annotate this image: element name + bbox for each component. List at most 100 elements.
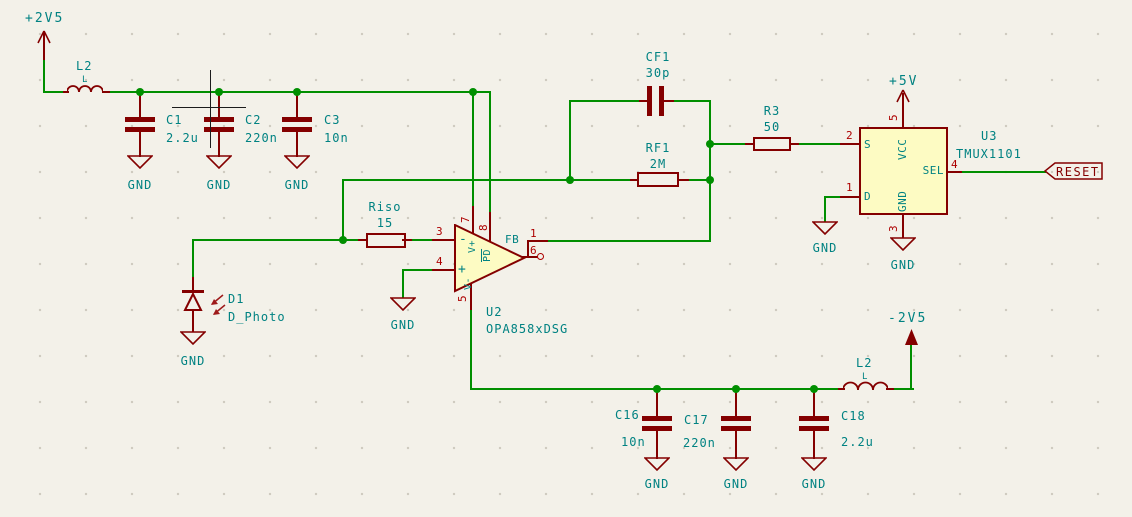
gnd-symbol-icon[interactable] bbox=[284, 155, 310, 169]
power-flag-p5v[interactable]: +5V bbox=[889, 74, 919, 89]
wire-sel[interactable] bbox=[960, 171, 1046, 173]
value-l2-top[interactable]: L bbox=[82, 75, 88, 85]
power-flag-p2v5[interactable]: +2V5 bbox=[25, 11, 65, 26]
wire[interactable] bbox=[711, 143, 747, 145]
wire[interactable] bbox=[402, 269, 434, 271]
resistor-r3[interactable] bbox=[753, 137, 791, 151]
ref-c18[interactable]: C18 bbox=[841, 409, 866, 423]
power-arrow-icon[interactable] bbox=[904, 328, 919, 346]
value-c17[interactable]: 220n bbox=[683, 436, 716, 450]
gnd-label[interactable]: GND bbox=[644, 477, 670, 491]
ref-c1[interactable]: C1 bbox=[166, 113, 183, 127]
wire[interactable] bbox=[672, 100, 711, 102]
gnd-symbol-icon[interactable] bbox=[390, 297, 416, 311]
gnd-label[interactable]: GND bbox=[127, 178, 153, 192]
value-cf1[interactable]: 30p bbox=[645, 66, 671, 80]
wire[interactable] bbox=[797, 143, 842, 145]
wire[interactable] bbox=[824, 196, 842, 198]
inductor-l2-bottom[interactable] bbox=[843, 381, 888, 391]
gnd-label[interactable]: GND bbox=[812, 241, 838, 255]
photodiode-d1[interactable] bbox=[183, 292, 203, 312]
wire[interactable] bbox=[43, 91, 69, 93]
capacitor-c16[interactable] bbox=[642, 416, 672, 421]
ref-u2[interactable]: U2 bbox=[486, 305, 503, 319]
gnd-symbol-icon[interactable] bbox=[206, 155, 232, 169]
ref-l2-bottom[interactable]: L2 bbox=[856, 356, 873, 370]
gnd-label[interactable]: GND bbox=[801, 477, 827, 491]
ref-c17[interactable]: C17 bbox=[684, 413, 709, 427]
gnd-symbol-icon[interactable] bbox=[723, 457, 749, 471]
capacitor-c17[interactable] bbox=[721, 416, 751, 421]
capacitor-c1[interactable] bbox=[125, 127, 155, 132]
wire[interactable] bbox=[824, 196, 826, 222]
ref-c3[interactable]: C3 bbox=[324, 113, 341, 127]
wire[interactable] bbox=[410, 239, 434, 241]
capacitor-c16[interactable] bbox=[642, 426, 672, 431]
gnd-label[interactable]: GND bbox=[890, 258, 916, 272]
ref-riso[interactable]: Riso bbox=[368, 200, 402, 214]
gnd-symbol-icon[interactable] bbox=[801, 457, 827, 471]
resistor-rf1[interactable] bbox=[637, 172, 679, 187]
capacitor-c2[interactable] bbox=[204, 117, 234, 122]
value-c2[interactable]: 220n bbox=[245, 131, 278, 145]
value-l2-bottom[interactable]: L bbox=[862, 372, 868, 382]
resistor-riso[interactable] bbox=[366, 233, 406, 248]
value-riso[interactable]: 15 bbox=[376, 216, 394, 230]
wire[interactable] bbox=[687, 179, 711, 181]
gnd-label[interactable]: GND bbox=[723, 477, 749, 491]
global-label-shape[interactable] bbox=[1044, 162, 1104, 181]
global-label-reset[interactable]: RESET bbox=[1056, 165, 1100, 179]
ref-l2-top[interactable]: L2 bbox=[76, 59, 93, 73]
wire[interactable] bbox=[470, 308, 472, 390]
gnd-label[interactable]: GND bbox=[284, 178, 310, 192]
gnd-symbol-icon[interactable] bbox=[644, 457, 670, 471]
capacitor-c2[interactable] bbox=[204, 127, 234, 132]
wire-fb[interactable] bbox=[546, 240, 711, 242]
wire[interactable] bbox=[472, 92, 474, 208]
capacitor-c18[interactable] bbox=[799, 416, 829, 421]
wire[interactable] bbox=[192, 240, 194, 279]
wire[interactable] bbox=[43, 58, 45, 93]
inductor-l2-top[interactable] bbox=[67, 83, 103, 93]
value-u3[interactable]: TMUX1101 bbox=[956, 147, 1022, 161]
capacitor-c17[interactable] bbox=[721, 426, 751, 431]
value-d1[interactable]: D_Photo bbox=[228, 310, 286, 324]
power-arrow-icon[interactable] bbox=[896, 88, 910, 103]
wire[interactable] bbox=[342, 179, 344, 241]
ref-c16[interactable]: C16 bbox=[615, 408, 640, 422]
power-flag-n2v5[interactable]: -2V5 bbox=[888, 311, 928, 326]
wire[interactable] bbox=[709, 100, 711, 242]
capacitor-cf1[interactable] bbox=[659, 86, 664, 116]
wire[interactable] bbox=[569, 100, 571, 181]
ref-r3[interactable]: R3 bbox=[763, 104, 781, 118]
gnd-symbol-icon[interactable] bbox=[890, 237, 916, 251]
gnd-label[interactable]: GND bbox=[390, 318, 416, 332]
ref-rf1[interactable]: RF1 bbox=[645, 141, 671, 155]
wire[interactable] bbox=[569, 100, 641, 102]
gnd-label[interactable]: GND bbox=[180, 354, 206, 368]
value-u2[interactable]: OPA858xDSG bbox=[486, 322, 569, 336]
power-arrow-icon[interactable] bbox=[37, 29, 51, 44]
capacitor-c3[interactable] bbox=[282, 117, 312, 122]
gnd-symbol-icon[interactable] bbox=[180, 331, 206, 345]
ref-cf1[interactable]: CF1 bbox=[645, 50, 671, 64]
gnd-symbol-icon[interactable] bbox=[812, 221, 838, 235]
ref-d1[interactable]: D1 bbox=[228, 292, 245, 306]
wire-feedback[interactable] bbox=[342, 179, 632, 181]
gnd-label[interactable]: GND bbox=[206, 178, 232, 192]
capacitor-c1[interactable] bbox=[125, 117, 155, 122]
value-c1[interactable]: 2.2u bbox=[166, 131, 199, 145]
wire-input-node[interactable] bbox=[192, 239, 360, 241]
wire[interactable] bbox=[910, 344, 912, 390]
wire[interactable] bbox=[892, 388, 914, 390]
value-c3[interactable]: 10n bbox=[324, 131, 349, 145]
value-rf1[interactable]: 2M bbox=[649, 157, 667, 171]
value-c18[interactable]: 2.2u bbox=[841, 435, 874, 449]
photodiode-d1-cathode[interactable] bbox=[182, 290, 204, 293]
wire[interactable] bbox=[402, 269, 404, 298]
value-c16[interactable]: 10n bbox=[621, 435, 646, 449]
ref-c2[interactable]: C2 bbox=[245, 113, 262, 127]
capacitor-c18[interactable] bbox=[799, 426, 829, 431]
gnd-symbol-icon[interactable] bbox=[127, 155, 153, 169]
ref-u3[interactable]: U3 bbox=[981, 129, 998, 143]
